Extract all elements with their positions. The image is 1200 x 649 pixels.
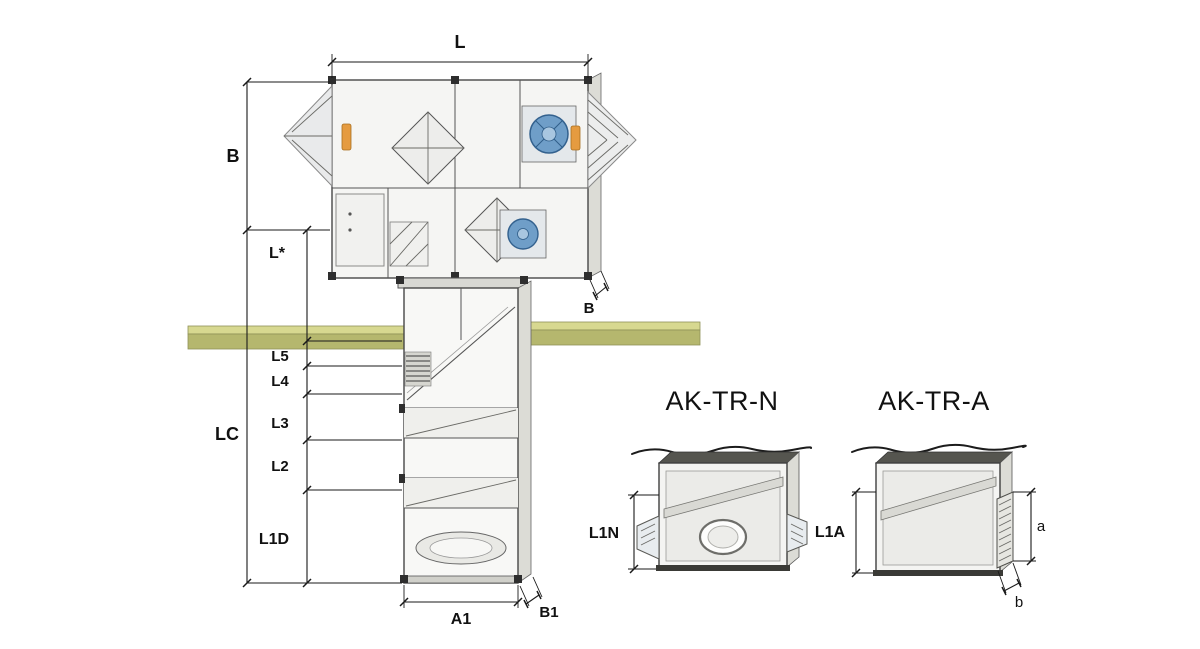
shaft-handle-1	[399, 404, 405, 413]
variant-n-break-line	[631, 445, 813, 456]
variant-n-flange-right	[786, 513, 808, 553]
roof-slab-left-top	[187, 325, 405, 335]
variant-n-diagonal-panel	[663, 476, 784, 519]
variant-a: AK-TR-A L1A	[815, 386, 1046, 611]
dim-label-b: b	[1015, 594, 1023, 611]
dim-label-L1A: L1A	[815, 524, 846, 541]
roof-slab-right-face	[529, 329, 701, 346]
dim-label-A1: A1	[451, 611, 472, 628]
dim-B-side: B	[584, 270, 610, 317]
dim-label-L2: L2	[271, 458, 289, 475]
shaft-louver	[404, 351, 432, 387]
supply-fan	[521, 105, 577, 163]
dim-A1: A1	[399, 585, 523, 628]
dim-label-L4: L4	[271, 373, 289, 390]
variant-a-title: AK-TR-A	[878, 386, 990, 416]
dim-label-B-side: B	[584, 300, 595, 317]
heat-exchanger-upper	[391, 111, 465, 185]
access-door	[335, 193, 385, 267]
dim-label-B1: B1	[539, 604, 558, 621]
dim-label-L5: L5	[271, 348, 289, 365]
dim-label-L1D: L1D	[259, 531, 289, 548]
main-unit	[283, 72, 637, 280]
shaft-bottom-strip	[403, 575, 519, 584]
variant-n-flange-left	[636, 515, 660, 560]
dim-left-outer: B LC	[215, 77, 402, 588]
dim-label-L3: L3	[271, 415, 289, 432]
dim-label-Lstar: L*	[269, 245, 286, 262]
shaft-corner-caps	[396, 276, 528, 583]
dim-left-inner: L* L5 L4 L3 L2 L1D	[259, 225, 402, 588]
dim-label-L: L	[455, 32, 466, 52]
shaft-side-face	[517, 280, 532, 584]
discharge-hood-right	[587, 90, 637, 190]
dim-label-LC: LC	[215, 424, 239, 444]
variant-n: AK-TR-N L1N	[589, 386, 813, 574]
shaft-top-flange	[397, 277, 527, 289]
motor-right	[570, 125, 581, 151]
dim-label-B: B	[227, 146, 240, 166]
roof-slab-left-face	[187, 333, 405, 350]
dim-L1N: L1N	[589, 490, 659, 574]
roof-slab-left	[187, 325, 405, 350]
dim-L: L	[327, 32, 593, 78]
variant-a-diagonal-panel	[880, 476, 997, 521]
extract-fan	[499, 209, 547, 259]
dim-label-a: a	[1037, 518, 1046, 535]
variant-n-port	[698, 518, 748, 556]
shaft-silencer	[415, 531, 507, 565]
intake-hood-left	[283, 84, 333, 188]
filter-block	[389, 221, 429, 267]
dim-B1: B1	[519, 576, 559, 621]
shaft-section-1	[404, 407, 518, 439]
variant-a-break-line	[851, 443, 1027, 454]
dim-b: b	[997, 562, 1023, 611]
shaft-section-2	[404, 477, 518, 509]
motor-left	[341, 123, 352, 151]
dim-L1A: L1A	[815, 487, 876, 578]
variant-a-grille	[996, 491, 1014, 569]
shaft	[396, 276, 532, 584]
variant-a-top-face	[874, 451, 1014, 464]
main-unit-corner-caps	[328, 76, 592, 280]
dim-label-L1N: L1N	[589, 525, 619, 542]
main-unit-partitions	[332, 80, 588, 278]
variant-n-top-face	[657, 451, 801, 464]
dim-a: a	[1013, 487, 1046, 566]
variant-n-title: AK-TR-N	[666, 386, 779, 416]
roof-slab-right	[529, 321, 701, 346]
roof-slab-right-top	[529, 321, 701, 331]
variant-a-base	[873, 570, 1003, 576]
shaft-handle-2	[399, 474, 405, 483]
variant-n-base	[656, 565, 790, 571]
